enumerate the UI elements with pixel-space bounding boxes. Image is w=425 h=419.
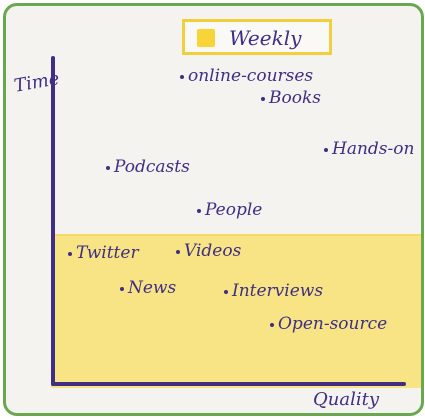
item-videos: Videos	[176, 241, 241, 261]
item-label: Hands-on	[332, 139, 415, 159]
legend-label: Weekly	[229, 26, 302, 50]
x-axis-label: Quality	[313, 389, 379, 410]
item-podcasts: Podcasts	[106, 157, 190, 177]
dot-icon	[106, 165, 110, 170]
dot-icon	[120, 286, 124, 291]
legend: Weekly	[182, 19, 332, 55]
item-label: Podcasts	[114, 157, 190, 177]
y-axis	[51, 56, 55, 386]
item-news: News	[120, 278, 176, 298]
legend-swatch	[197, 29, 215, 47]
item-interviews: Interviews	[224, 281, 323, 301]
dot-icon	[224, 289, 228, 294]
item-label: Books	[269, 88, 321, 108]
dot-icon	[176, 249, 180, 254]
dot-icon	[270, 322, 274, 327]
item-label: Twitter	[76, 243, 139, 263]
item-books: Books	[261, 88, 321, 108]
dot-icon	[180, 74, 184, 79]
item-people: People	[197, 200, 262, 220]
item-label: Open-source	[278, 314, 388, 334]
dot-icon	[324, 147, 328, 152]
item-label: People	[205, 200, 263, 220]
item-hands-on: Hands-on	[324, 139, 414, 159]
dot-icon	[261, 96, 265, 101]
item-label: Videos	[184, 241, 242, 261]
diagram-canvas: Weekly Time Quality online-courses Books…	[3, 3, 424, 416]
weekly-highlight-zone	[51, 234, 421, 388]
x-axis	[51, 382, 406, 386]
item-label: Interviews	[232, 281, 324, 301]
dot-icon	[68, 251, 72, 256]
item-open-source: Open-source	[270, 314, 387, 334]
item-label: News	[128, 278, 177, 298]
item-label: online-courses	[188, 66, 314, 86]
dot-icon	[197, 208, 201, 213]
item-twitter: Twitter	[68, 243, 139, 263]
item-online-courses: online-courses	[180, 66, 313, 86]
